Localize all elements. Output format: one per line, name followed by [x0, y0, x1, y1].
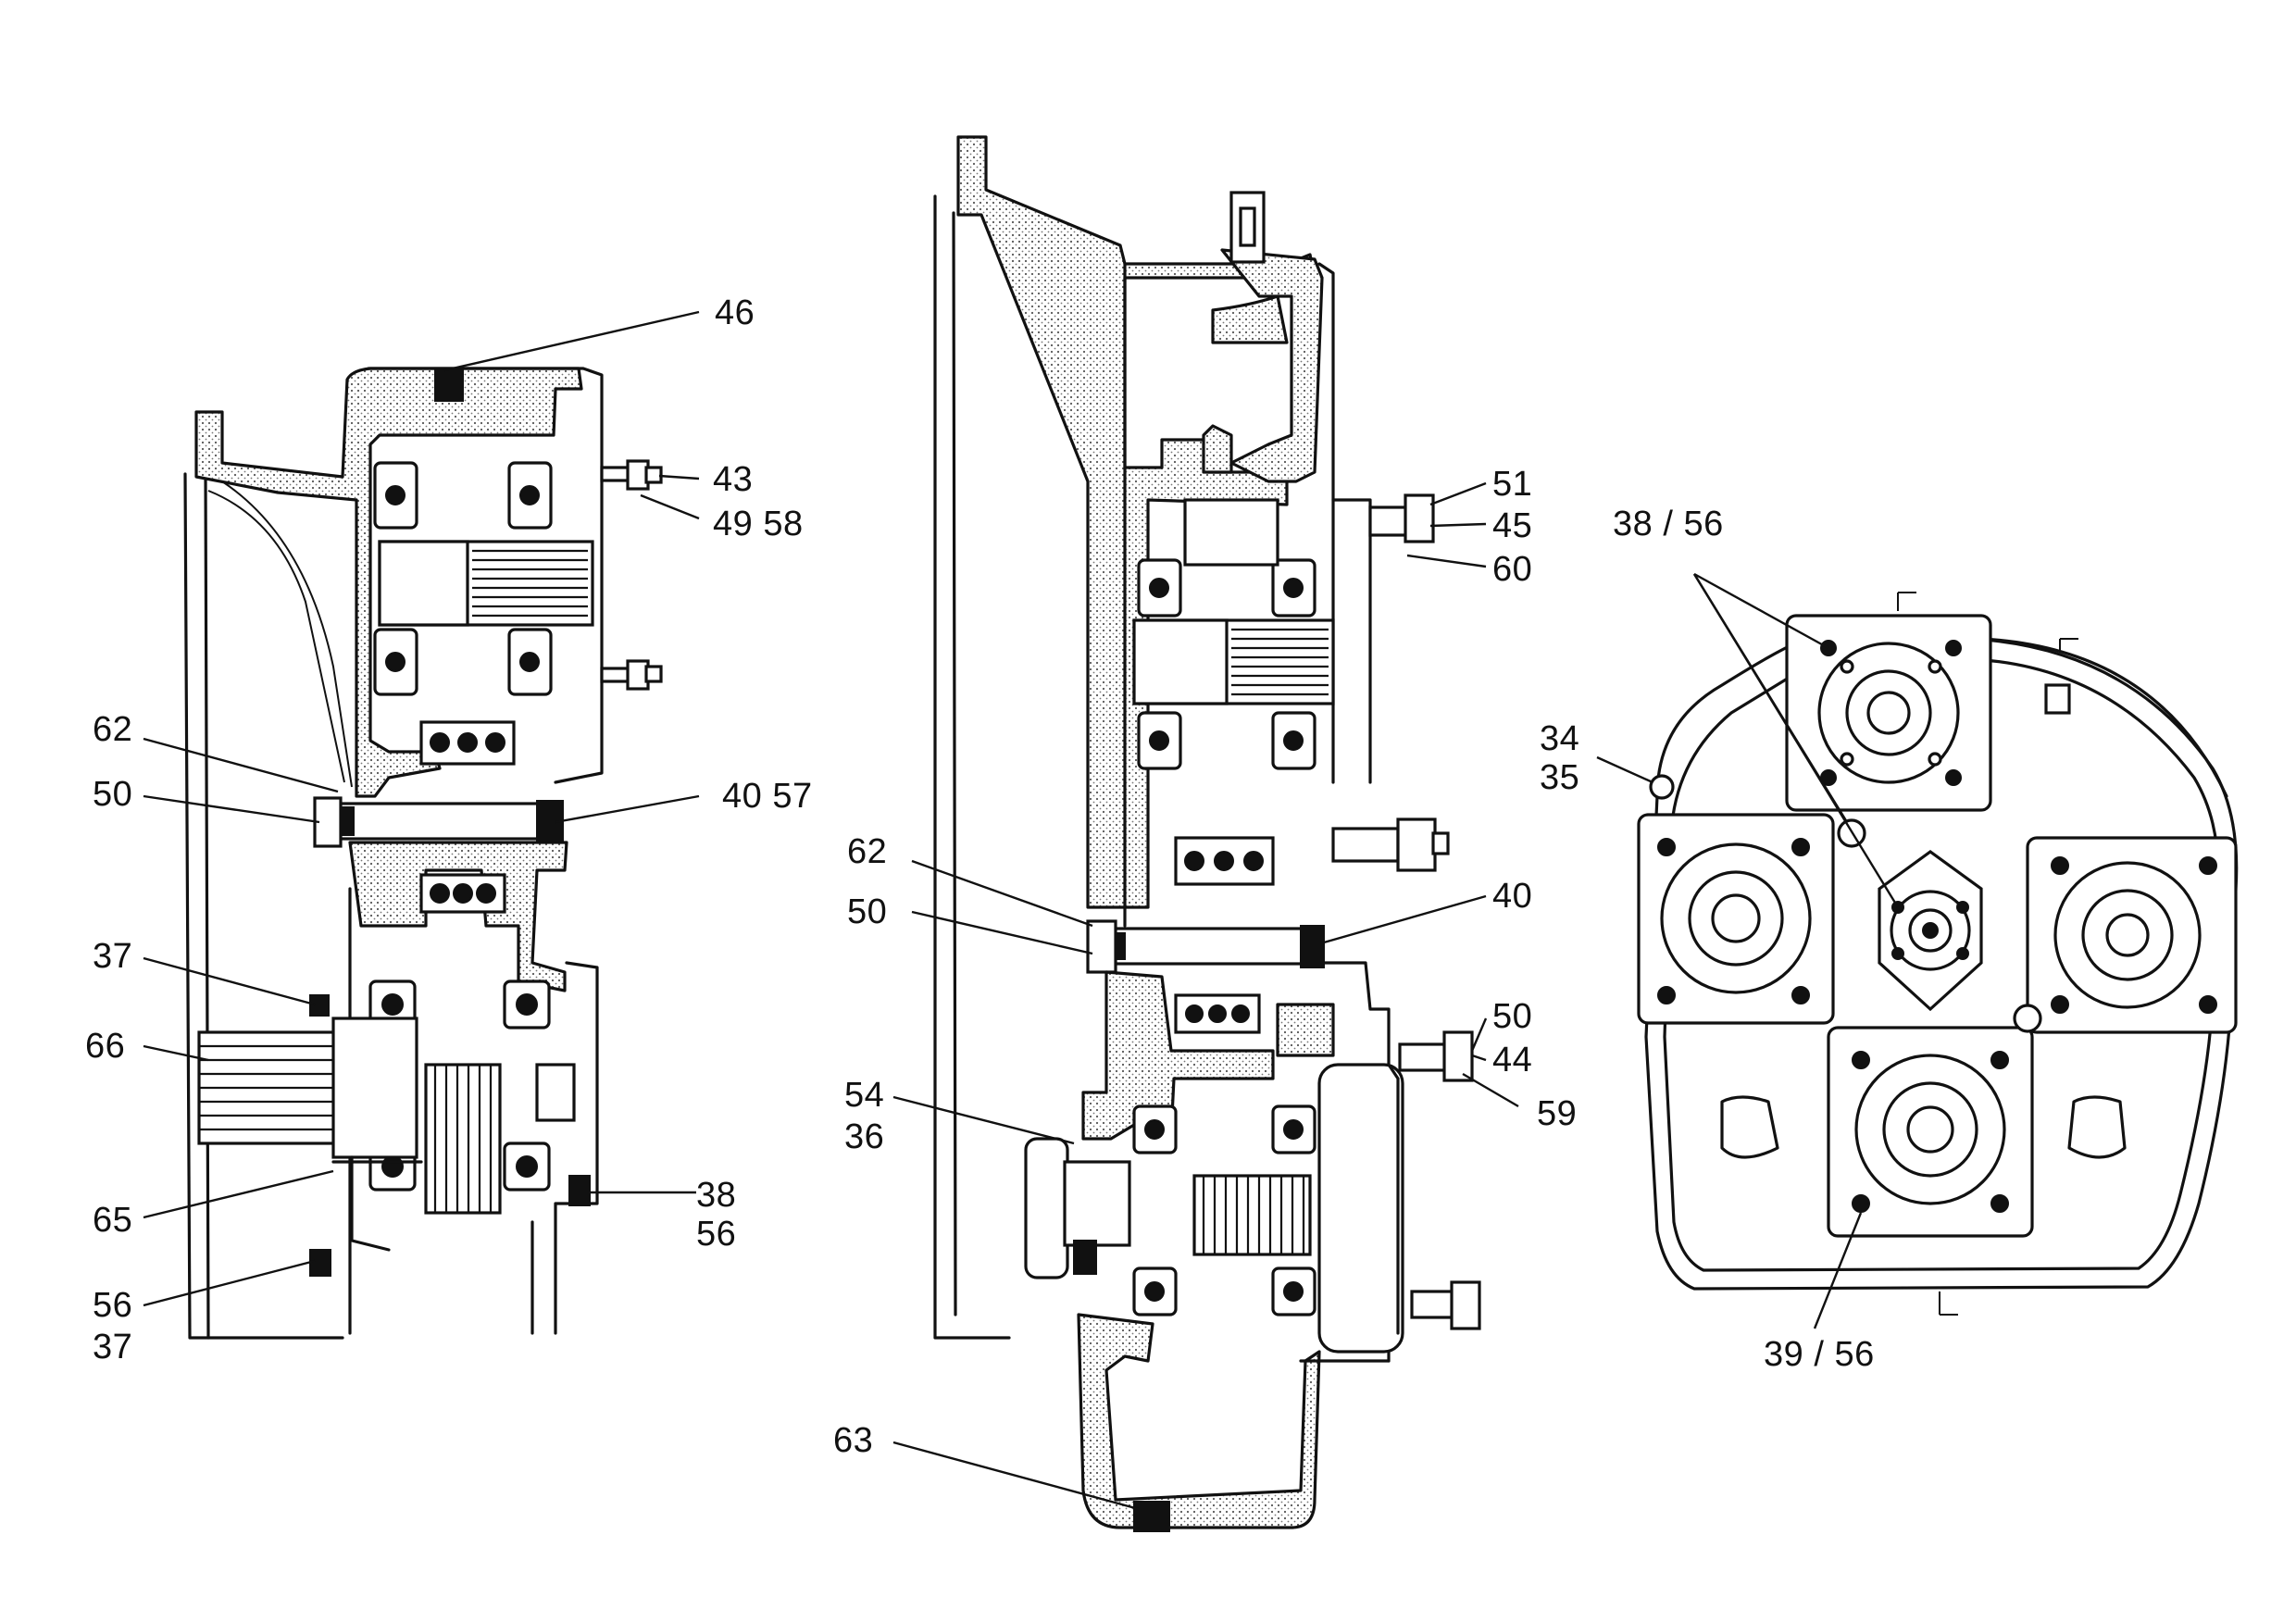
callout-56: 56 — [696, 1215, 736, 1254]
callout-39-56: 39 / 56 — [1764, 1335, 1875, 1374]
upper-spline — [472, 549, 588, 618]
callout-labels: 46 43 49 58 62 50 40 57 37 66 38 56 65 5… — [85, 293, 1875, 1460]
middle-upper-spline — [1231, 628, 1329, 696]
callout-50-left: 50 — [93, 775, 132, 814]
middle-lower-spline — [1202, 1176, 1305, 1254]
callout-38: 38 — [696, 1176, 736, 1215]
callout-37-bottom: 37 — [93, 1328, 132, 1366]
middle-section-view — [933, 135, 1481, 1532]
callout-44: 44 — [1492, 1041, 1532, 1079]
callout-34: 34 — [1540, 719, 1579, 758]
leader-lines — [143, 310, 1900, 1511]
right-end-view — [1637, 592, 2239, 1316]
callout-38-56: 38 / 56 — [1613, 505, 1724, 543]
callout-65: 65 — [93, 1201, 132, 1240]
left-section-view — [183, 367, 663, 1340]
callout-66: 66 — [85, 1027, 125, 1066]
callout-40-middle: 40 — [1492, 877, 1532, 916]
callout-56-bottom: 56 — [93, 1286, 132, 1325]
callout-62-middle: 62 — [847, 832, 887, 871]
callout-51: 51 — [1492, 465, 1532, 504]
callout-50-middle: 50 — [847, 892, 887, 931]
callout-59: 59 — [1537, 1094, 1577, 1133]
callout-40-57: 40 57 — [722, 777, 813, 816]
callout-50-stud: 50 — [1492, 997, 1532, 1036]
pinion-teeth — [433, 1065, 493, 1213]
callout-35: 35 — [1540, 758, 1579, 797]
callout-36: 36 — [844, 1117, 884, 1156]
output-spline — [199, 1044, 333, 1131]
callout-43: 43 — [713, 460, 753, 499]
callout-63: 63 — [833, 1421, 873, 1460]
callout-60: 60 — [1492, 550, 1532, 589]
callout-54: 54 — [844, 1076, 884, 1115]
callout-49-58: 49 58 — [713, 505, 804, 543]
callout-62-left: 62 — [93, 710, 132, 749]
callout-46: 46 — [715, 293, 755, 332]
callout-45: 45 — [1492, 506, 1532, 545]
callout-37: 37 — [93, 937, 132, 976]
